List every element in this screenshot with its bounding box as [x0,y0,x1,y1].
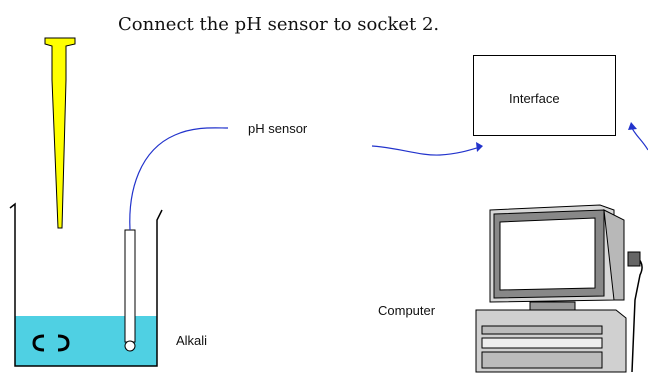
computer-icon [475,204,643,373]
stirrer-icon [32,334,70,352]
arrow-icon [476,142,483,152]
alkali-liquid [15,316,157,366]
computer-to-interface-cable [631,127,648,151]
interface-box: Interface [473,55,616,136]
alkali-label: Alkali [176,333,208,348]
probe-cable [129,127,229,231]
ph-probe [124,229,136,352]
beaker [9,202,163,367]
burette [44,37,76,229]
arrow-icon-2 [628,122,637,130]
sensor-to-interface-cable [371,145,481,156]
computer-label: Computer [378,303,436,318]
ph-sensor-label: pH sensor [248,121,308,136]
interface-label: Interface [509,91,560,106]
instruction-text: Connect the pH sensor to socket 2. [118,14,440,35]
